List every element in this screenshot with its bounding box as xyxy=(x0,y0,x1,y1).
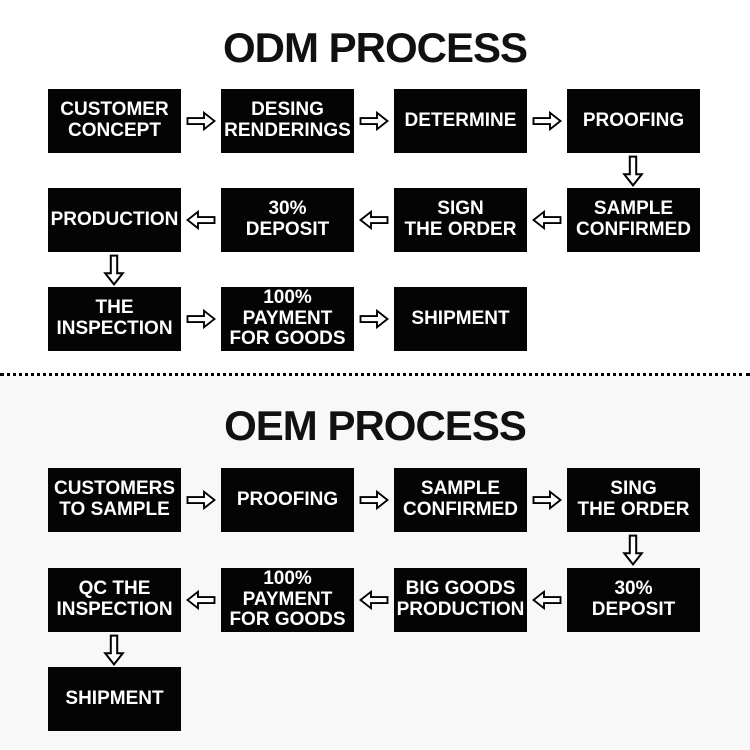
odm-step-30-deposit: 30% DEPOSIT xyxy=(221,188,354,252)
arrow-right-icon xyxy=(359,109,389,133)
oem-step-sample-confirmed: SAMPLE CONFIRMED xyxy=(394,468,527,532)
oem-step-customers-to-sample: CUSTOMERS TO SAMPLE xyxy=(48,468,181,532)
odm-step-production: PRODUCTION xyxy=(48,188,181,252)
odm-title: ODM PROCESS xyxy=(222,24,528,71)
oem-step-30-deposit: 30% DEPOSIT xyxy=(567,568,700,632)
odm-step-sample-confirmed: SAMPLE CONFIRMED xyxy=(567,188,700,252)
arrow-down-icon xyxy=(620,155,646,187)
odm-step-the-inspection: THE INSPECTION xyxy=(48,287,181,351)
oem-title: OEM PROCESS xyxy=(224,402,527,449)
oem-step-big-goods-production: BIG GOODS PRODUCTION xyxy=(394,568,527,632)
oem-step-proofing: PROOFING xyxy=(221,468,354,532)
oem-step-qc-the-inspection: QC THE INSPECTION xyxy=(48,568,181,632)
arrow-right-icon xyxy=(359,307,389,331)
odm-step-desing-renderings: DESING RENDERINGS xyxy=(221,89,354,153)
arrow-right-icon xyxy=(186,488,216,512)
arrow-right-icon xyxy=(186,109,216,133)
odm-step-determine: DETERMINE xyxy=(394,89,527,153)
arrow-left-icon xyxy=(186,208,216,232)
arrow-right-icon xyxy=(532,109,562,133)
odm-step-100-payment: 100% PAYMENT FOR GOODS xyxy=(221,287,354,351)
dotted-divider xyxy=(0,373,750,376)
arrow-right-icon xyxy=(186,307,216,331)
oem-step-sing-the-order: SING THE ORDER xyxy=(567,468,700,532)
arrow-left-icon xyxy=(532,588,562,612)
odm-step-customer-concept: CUSTOMER CONCEPT xyxy=(48,89,181,153)
odm-step-proofing: PROOFING xyxy=(567,89,700,153)
oem-step-shipment: SHIPMENT xyxy=(48,667,181,731)
odm-step-sign-the-order: SIGN THE ORDER xyxy=(394,188,527,252)
arrow-left-icon xyxy=(186,588,216,612)
arrow-left-icon xyxy=(532,208,562,232)
arrow-right-icon xyxy=(532,488,562,512)
arrow-left-icon xyxy=(359,208,389,232)
arrow-right-icon xyxy=(359,488,389,512)
oem-step-100-payment: 100% PAYMENT FOR GOODS xyxy=(221,568,354,632)
arrow-left-icon xyxy=(359,588,389,612)
arrow-down-icon xyxy=(101,254,127,286)
odm-step-shipment: SHIPMENT xyxy=(394,287,527,351)
arrow-down-icon xyxy=(620,534,646,566)
arrow-down-icon xyxy=(101,634,127,666)
